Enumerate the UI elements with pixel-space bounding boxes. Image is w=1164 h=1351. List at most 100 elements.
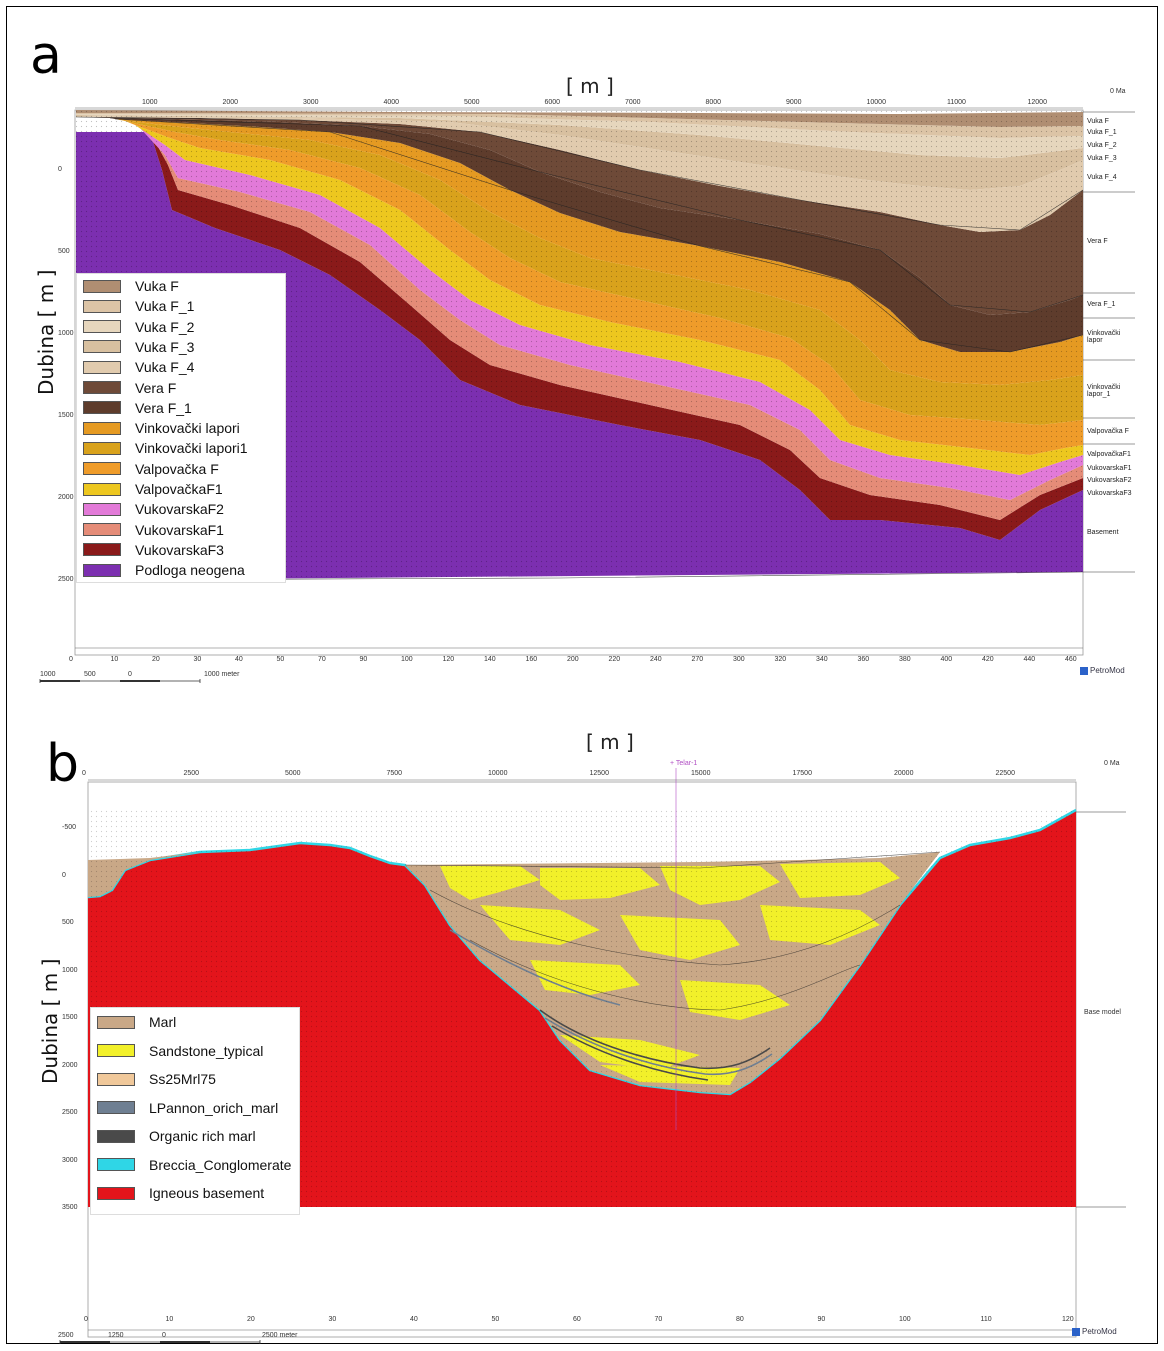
panel-a-horizon-label: Vera F (1087, 238, 1108, 245)
legend-item: Organic rich marl (97, 1127, 256, 1145)
legend-label: ValpovačkaF1 (135, 481, 223, 497)
panel-a-top-tick: 6000 (544, 99, 561, 106)
legend-label: Vera F_1 (135, 399, 192, 416)
panel-b-bottom-tick: 100 (899, 1316, 911, 1323)
panel-a-bottom-tick: 360 (857, 656, 870, 663)
panel-a-horizon-label: Vinkovački lapor (1087, 330, 1121, 345)
panel-b-left-tick: 3000 (62, 1156, 78, 1164)
panel-a-bottom-tick: 50 (276, 656, 285, 663)
panel-b-section (59, 768, 1126, 1344)
legend-label: Ss25Mrl75 (149, 1071, 216, 1087)
legend-label: Podloga neogena (135, 562, 245, 579)
legend-label: Organic rich marl (149, 1128, 256, 1144)
legend-item: Vuka F_3 (83, 338, 194, 356)
panel-b-bottom-tick: 70 (654, 1316, 663, 1323)
panel-a-bottom-tick: 140 (484, 656, 496, 663)
legend-swatch (83, 482, 121, 496)
legend-label: Marl (149, 1014, 177, 1030)
legend-swatch (83, 502, 121, 516)
panel-b-top-tick: 22500 (995, 770, 1015, 777)
legend-swatch (83, 299, 121, 313)
panel-a-age: 0 Ma (1110, 88, 1126, 95)
panel-a-bottom-tick: 440 (1023, 656, 1036, 663)
panel-a-top-tick: 4000 (383, 99, 400, 106)
legend-swatch (83, 421, 121, 435)
panel-a-bottom-tick: 160 (525, 656, 538, 663)
panel-a-bottom-tick: 460 (1065, 656, 1077, 663)
panel-b-bottom-tick: 80 (736, 1316, 744, 1323)
panel-a-left-tick: 500 (58, 248, 70, 255)
legend-swatch (83, 441, 121, 455)
panel-b-bottom-tick: 120 (1062, 1316, 1074, 1323)
panel-a-horizon-label: Basement (1087, 529, 1119, 536)
legend-item: Ss25Mrl75 (97, 1070, 216, 1088)
panel-a-horizon-label: Vuka F_3 (1087, 155, 1117, 162)
panel-b-brand-text: PetroMod (1082, 1327, 1117, 1336)
panel-b-left-tick: 3500 (62, 1204, 78, 1211)
legend-label: Breccia_Conglomerate (149, 1156, 292, 1173)
legend-item: Valpovačka F (83, 460, 219, 478)
legend-label: Vera F (135, 379, 177, 396)
panel-a-horizon-label: Valpovačka F (1087, 428, 1129, 435)
panel-b-scale-mid1: 1250 (108, 1332, 124, 1339)
panel-b-bottom-tick: 30 (328, 1316, 337, 1323)
legend-item: Vuka F_2 (83, 318, 194, 336)
legend-label: Vinkovački lapori (135, 420, 240, 437)
legend-swatch (83, 381, 121, 394)
legend-swatch (97, 1158, 135, 1171)
panel-b-x-unit: [ m ] (586, 730, 634, 754)
panel-a-bottom-tick: 30 (193, 656, 202, 663)
panel-a-scale-mid2: 0 (128, 671, 132, 678)
legend-label: LPannon_orich_marl (149, 1099, 279, 1116)
panel-b-bottom-tick: 20 (247, 1316, 255, 1323)
legend-item: Igneous basement (97, 1184, 264, 1202)
legend-item: VukovarskaF1 (83, 521, 224, 539)
panel-b-left-tick: 0 (62, 871, 66, 879)
panel-a-scale-right: 1000 meter (204, 671, 240, 678)
panel-a-bottom-tick: 70 (318, 656, 326, 663)
legend-item: VukovarskaF2 (83, 500, 224, 518)
panel-b-left-tick: 500 (62, 919, 74, 926)
panel-a-left-tick: 2500 (58, 576, 74, 583)
panel-b-bottom-tick: 50 (491, 1316, 500, 1323)
panel-b-right-label: Base model (1084, 1009, 1121, 1016)
panel-b-bottom-tick: 110 (980, 1316, 992, 1323)
legend-swatch (83, 543, 121, 557)
panel-b-top-tick: 5000 (285, 770, 301, 777)
panel-a-left-tick: 1500 (58, 412, 74, 419)
panel-b-bottom-tick: 60 (573, 1316, 581, 1323)
legend-swatch (83, 523, 121, 537)
legend-swatch (83, 279, 121, 293)
legend-label: Vuka F_3 (135, 338, 195, 355)
legend-swatch (83, 340, 121, 354)
panel-a-letter: a (30, 26, 62, 86)
panel-a-bottom-tick: 20 (152, 656, 160, 663)
legend-label: Vuka F_1 (135, 298, 195, 315)
panel-b-well-name: Telar-1 (675, 760, 698, 767)
petromod-logo-icon (1080, 666, 1088, 675)
panel-a-bottom-tick: 90 (359, 656, 368, 663)
legend-item: Breccia_Conglomerate (97, 1156, 291, 1174)
panel-b-left-tick: 2000 (62, 1061, 78, 1069)
panel-b-scale-mid2: 0 (162, 1332, 166, 1339)
legend-item: Sandstone_typical (97, 1042, 263, 1060)
panel-b-top-tick: 15000 (691, 770, 711, 777)
panel-b-top-tick: 12500 (589, 770, 609, 777)
panel-b-left-tick: 2500 (62, 1109, 78, 1116)
panel-a-top-tick: 9000 (786, 99, 802, 106)
panel-a-brand: PetroMod (1080, 666, 1125, 675)
panel-b-left-tick: 1000 (62, 966, 78, 974)
panel-b-top-tick: 2500 (183, 770, 200, 777)
panel-a-top-tick: 7000 (625, 99, 641, 106)
legend-label: Valpovačka F (135, 460, 219, 477)
legend-item: Vinkovački lapori1 (83, 439, 248, 457)
panel-a-left-tick: 2000 (58, 494, 74, 501)
legend-swatch (97, 1044, 135, 1057)
panel-a-scale-left: 1000 (40, 671, 56, 678)
panel-a-bottom-tick: 0 (69, 656, 73, 663)
panel-a-bottom-tick: 270 (691, 656, 704, 663)
panel-a-top-tick: 5000 (464, 99, 480, 106)
legend-label: Vuka F_2 (135, 318, 195, 335)
